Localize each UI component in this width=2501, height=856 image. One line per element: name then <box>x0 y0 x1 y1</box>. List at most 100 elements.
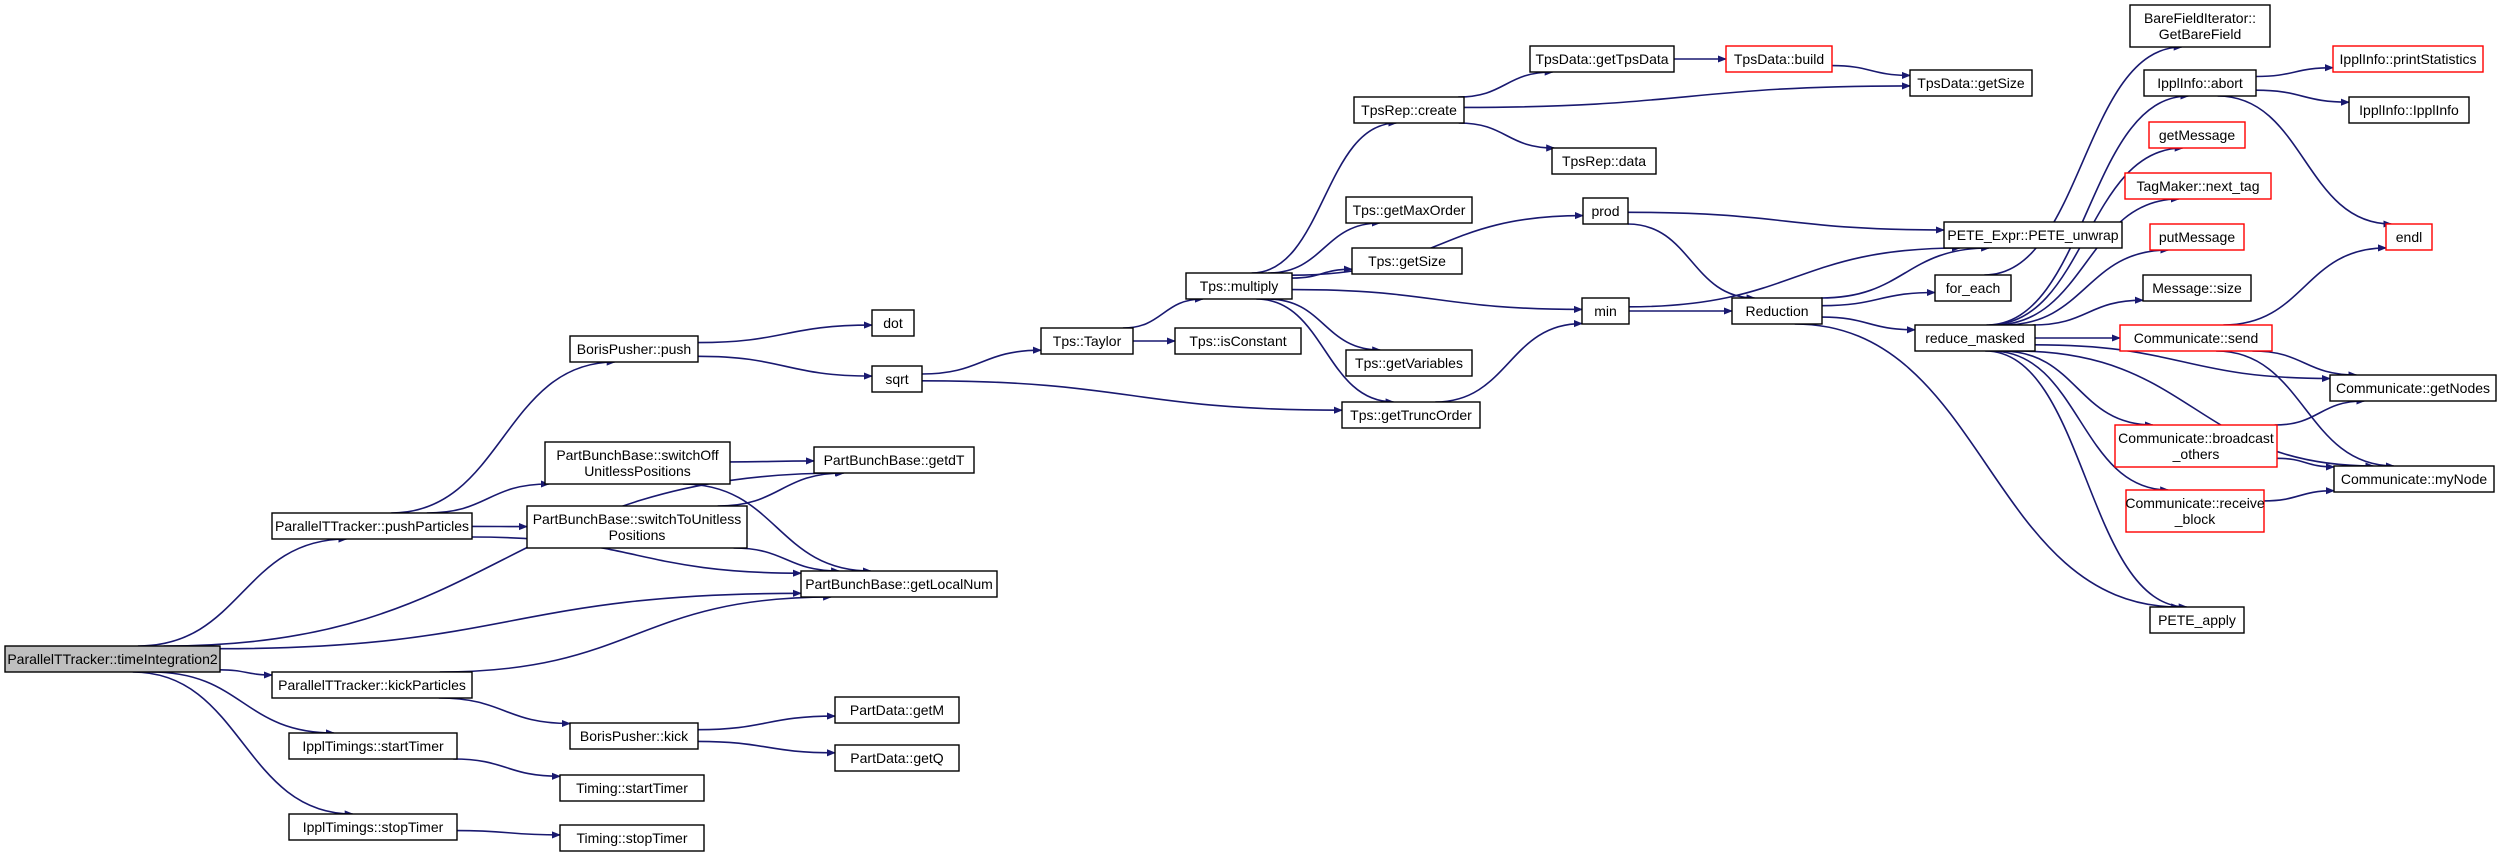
node-label: Message::size <box>2152 280 2242 296</box>
node-box <box>1934 274 2012 302</box>
edge-min-to-peteUnwrap <box>1628 244 1961 308</box>
node-label: TagMaker::next_tag <box>2137 178 2260 194</box>
edge-reduction-to-forEach <box>1821 288 1936 307</box>
node-messageSize[interactable]: Message::size <box>2142 274 2252 302</box>
edge-switchOff-to-getdT <box>729 457 815 465</box>
node-getVariables[interactable]: Tps::getVariables <box>1345 349 1473 377</box>
node-isConstant[interactable]: Tps::isConstant <box>1174 327 1302 355</box>
node-box <box>1909 69 2033 97</box>
node-ipplInfoCtor[interactable]: IpplInfo::IpplInfo <box>2348 96 2470 124</box>
node-box <box>544 441 731 485</box>
node-label: Tps::getVariables <box>1355 355 1463 371</box>
node-pushParticles[interactable]: ParallelTTracker::pushParticles <box>271 512 473 540</box>
node-label: getMessage <box>2159 127 2235 143</box>
edge-sqrt-to-getTruncOrder <box>921 380 1343 414</box>
edge-forEach-to-bareField <box>1984 43 2183 276</box>
node-getTpsData[interactable]: TpsData::getTpsData <box>1529 45 1675 73</box>
node-ipplAbort[interactable]: IpplInfo::abort <box>2143 69 2257 97</box>
node-tpsRepCreate[interactable]: TpsRep::create <box>1353 96 1465 124</box>
edge-reduceMasked-to-commBroadcast <box>2001 350 2154 429</box>
edge-commSend-to-endl <box>2223 244 2387 326</box>
node-getMessage[interactable]: getMessage <box>2148 121 2246 149</box>
node-borisPush[interactable]: BorisPusher::push <box>569 335 699 363</box>
node-kickParticles[interactable]: ParallelTTracker::kickParticles <box>271 671 473 699</box>
edge-reduceMasked-to-ipplAbort <box>1986 92 2190 326</box>
node-reduceMasked[interactable]: reduce_masked <box>1914 324 2036 352</box>
node-box <box>1551 147 1657 175</box>
node-reduction[interactable]: Reduction <box>1731 297 1823 325</box>
node-tpsRepData[interactable]: TpsRep::data <box>1551 147 1657 175</box>
node-commSend[interactable]: Communicate::send <box>2119 324 2273 352</box>
node-stopTimer[interactable]: IpplTimings::stopTimer <box>288 813 458 841</box>
node-forEach[interactable]: for_each <box>1934 274 2012 302</box>
node-bareField[interactable]: BareFieldIterator::GetBareField <box>2129 4 2271 48</box>
node-tpsDataBuild[interactable]: TpsData::build <box>1725 45 1833 73</box>
node-peteUnwrap[interactable]: PETE_Expr::PETE_unwrap <box>1943 221 2123 249</box>
edge-switchOff-to-getLocalNum <box>682 483 872 575</box>
node-getdT[interactable]: PartBunchBase::getdT <box>813 446 975 474</box>
node-getQ[interactable]: PartData::getQ <box>834 744 960 772</box>
node-getLocalNum[interactable]: PartBunchBase::getLocalNum <box>800 570 998 598</box>
node-label: TpsData::getSize <box>1917 75 2025 91</box>
node-box <box>526 505 748 549</box>
edge-tpsRepCreate-to-getTpsData <box>1458 68 1554 98</box>
node-root[interactable]: ParallelTTracker::timeIntegration2 <box>4 645 221 673</box>
node-min[interactable]: min <box>1581 297 1630 325</box>
node-label: IpplTimings::stopTimer <box>303 819 444 835</box>
node-box <box>1353 96 1465 124</box>
node-printStatistics[interactable]: IpplInfo::printStatistics <box>2332 45 2484 73</box>
edge-root-to-getLocalNum <box>219 589 802 650</box>
node-tpsGetSize[interactable]: Tps::getSize <box>1351 247 1463 275</box>
node-label: BorisPusher::kick <box>580 728 689 744</box>
node-borisKick[interactable]: BorisPusher::kick <box>569 722 699 750</box>
node-getMaxOrder[interactable]: Tps::getMaxOrder <box>1345 196 1473 224</box>
node-tpsDataGetSize[interactable]: TpsData::getSize <box>1909 69 2033 97</box>
node-switchOff[interactable]: PartBunchBase::switchOffUnitlessPosition… <box>544 441 731 485</box>
node-label: Tps::getSize <box>1368 253 1446 269</box>
node-label: IpplTimings::startTimer <box>302 738 444 754</box>
node-getM[interactable]: PartData::getM <box>834 696 960 724</box>
node-box <box>1351 247 1463 275</box>
node-box <box>2149 606 2245 634</box>
node-label: ParallelTTracker::pushParticles <box>275 518 469 534</box>
node-peteApply[interactable]: PETE_apply <box>2149 606 2245 634</box>
node-commBroadcast[interactable]: Communicate::broadcast_others <box>2114 424 2278 468</box>
node-startTimer[interactable]: IpplTimings::startTimer <box>288 732 458 760</box>
node-box <box>1914 324 2036 352</box>
node-box <box>1582 197 1629 225</box>
node-prod[interactable]: prod <box>1582 197 1629 225</box>
node-label: prod <box>1591 203 1619 219</box>
node-taylor[interactable]: Tps::Taylor <box>1040 327 1134 355</box>
node-box <box>871 309 915 337</box>
edge-reduceMasked-to-messageSize <box>2032 296 2144 326</box>
node-commReceive[interactable]: Communicate::receive_block <box>2125 489 2265 533</box>
edge-reduceMasked-to-peteApply <box>1985 350 2188 611</box>
edge-borisPush-to-dot <box>697 321 873 344</box>
edge-tpsRepCreate-to-tpsDataGetSize <box>1463 82 1911 109</box>
edge-switchTo-to-getdT <box>717 469 845 507</box>
node-multiply[interactable]: Tps::multiply <box>1185 272 1293 300</box>
node-nextTag[interactable]: TagMaker::next_tag <box>2124 172 2272 200</box>
node-endl[interactable]: endl <box>2385 223 2433 251</box>
node-timingStart[interactable]: Timing::startTimer <box>559 774 705 802</box>
node-getTruncOrder[interactable]: Tps::getTruncOrder <box>1341 401 1481 429</box>
node-label: PartBunchBase::getdT <box>824 452 965 468</box>
edge-multiply-to-min <box>1291 288 1583 313</box>
node-label: TpsData::getTpsData <box>1535 51 1668 67</box>
node-label: TpsRep::create <box>1361 102 1457 118</box>
node-myNode[interactable]: Communicate::myNode <box>2333 465 2495 493</box>
node-box <box>2119 324 2273 352</box>
node-putMessage[interactable]: putMessage <box>2149 223 2245 251</box>
node-getNodes[interactable]: Communicate::getNodes <box>2329 374 2497 402</box>
node-dot[interactable]: dot <box>871 309 915 337</box>
edge-root-to-kickParticles <box>219 669 273 679</box>
node-sqrt[interactable]: sqrt <box>871 365 923 393</box>
node-box <box>1345 196 1473 224</box>
node-box <box>813 446 975 474</box>
node-label: PETE_apply <box>2158 612 2236 628</box>
edge-commBroadcast-to-getNodes <box>2274 397 2366 426</box>
node-box <box>4 645 221 673</box>
node-timingStop[interactable]: Timing::stopTimer <box>559 824 705 852</box>
